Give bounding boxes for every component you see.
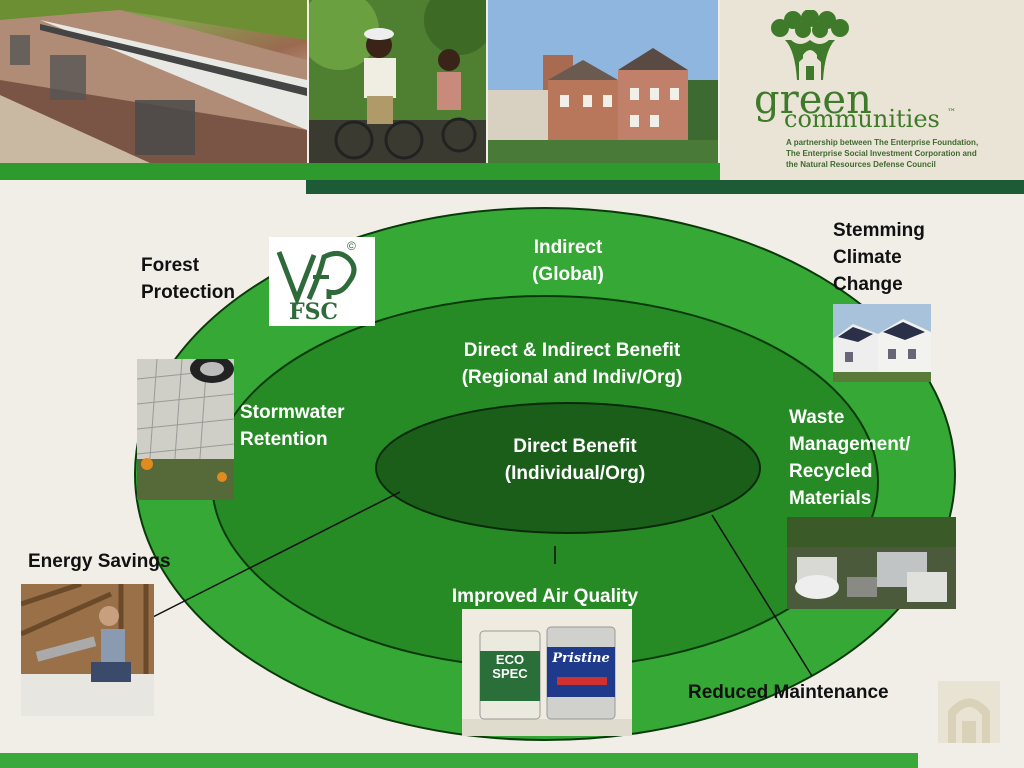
- arch-doorway-icon: [938, 681, 1000, 743]
- fsc-logo-text: FSC: [289, 299, 339, 325]
- logo-panel: green communities ™ A partnership betwee…: [720, 0, 1024, 180]
- header-green-stripe: [0, 163, 720, 180]
- inner-core-direct: [375, 402, 761, 534]
- header-dark-stripe: [306, 180, 1024, 194]
- footer-green-stripe: [0, 753, 918, 768]
- label-improved-air-quality: Improved Air Quality: [451, 586, 639, 607]
- fsc-copyright-mark: ©: [347, 239, 356, 253]
- fsc-logo: © FSC: [269, 237, 375, 326]
- logo-word-communities: communities: [784, 105, 940, 133]
- paint-can-pristine-label: Pristine: [552, 651, 610, 666]
- outer-ring-title: Indirect (Global): [532, 237, 604, 285]
- label-reduced-maintenance: Reduced Maintenance: [688, 682, 889, 703]
- recycled-materials-photo: [787, 517, 956, 609]
- logo-trademark: ™: [947, 108, 956, 118]
- label-stemming-climate-change: Stemming Climate Change: [833, 220, 925, 295]
- connector-energy: [142, 491, 401, 623]
- solar-homes-photo: [833, 304, 931, 382]
- inner-core-title: Direct Benefit (Individual/Org): [504, 436, 646, 484]
- logo-word-green: green: [754, 77, 872, 123]
- logo-tagline: A partnership between The Enterprise Fou…: [786, 138, 979, 169]
- connector-maintenance: [711, 514, 813, 677]
- label-forest-protection: Forest Protection: [141, 255, 235, 303]
- label-energy-savings: Energy Savings: [28, 551, 171, 572]
- low-voc-paint-cans-photo: ECO SPEC Pristine: [462, 609, 632, 736]
- cyclists-photo: [309, 0, 486, 163]
- attic-insulation-photo: [21, 584, 154, 716]
- label-stormwater-retention: Stormwater Retention: [240, 402, 345, 450]
- middle-ring-title: Direct & Indirect Benefit (Regional and …: [461, 340, 683, 388]
- townhouses-photo: [488, 0, 718, 163]
- permeable-pavers-photo: [137, 359, 234, 500]
- label-waste-management: Waste Management/ Recycled Materials: [789, 407, 911, 509]
- metro-station-photo: [0, 0, 307, 163]
- paint-can-eco-spec-label: ECO SPEC: [492, 652, 528, 681]
- tree-house-logo-icon: [771, 10, 849, 80]
